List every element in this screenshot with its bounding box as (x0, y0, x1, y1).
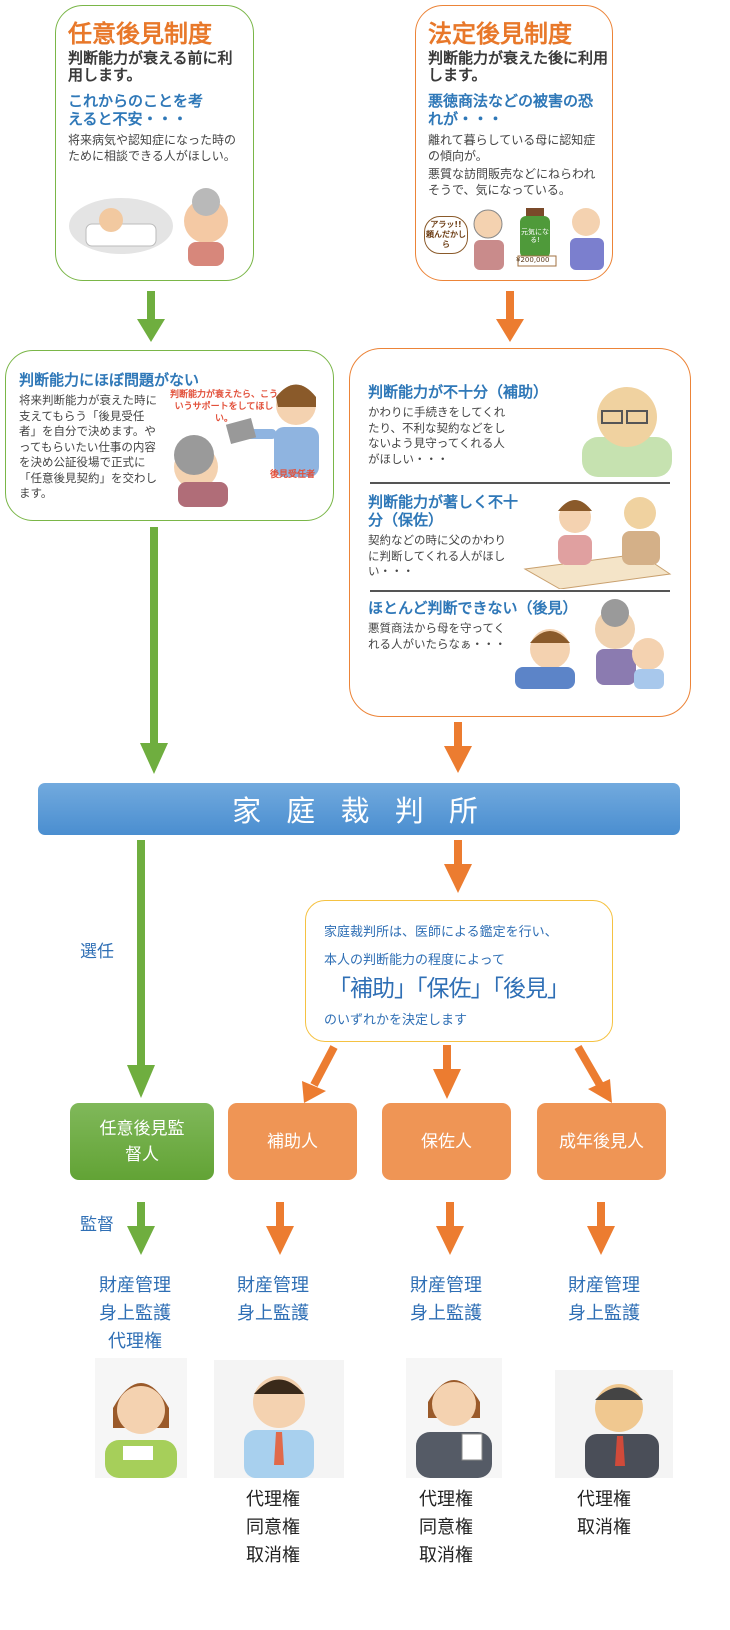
decision-box: 家庭裁判所は、医師による鑑定を行い、 本人の判断能力の程度によって 「補助」「保… (305, 900, 613, 1042)
decision-line-1: 家庭裁判所は、医師による鑑定を行い、 (324, 925, 558, 940)
supervision-label: 監督 (80, 1215, 114, 1235)
divider-2 (370, 590, 670, 592)
voluntary-guardianship-box: 任意後見制度 判断能力が衰える前に利用します。 これからのことを考えると不安・・… (55, 5, 254, 281)
voluntary-title: 任意後見制度 (68, 20, 212, 48)
voluntary-detail-desc: 将来判断能力が衰えた時に支えてもらう「後見受任者」を自分で決めます。やってもらい… (19, 393, 157, 500)
guardianship-desc: 悪質商法から母を守ってくれる人がいたらなぁ・・・ (368, 621, 506, 651)
arrow-down-orange-1 (496, 291, 524, 342)
arrow-down-guardian (587, 1202, 615, 1255)
assistance-heading: 判断能力が不十分（補助） (368, 383, 549, 401)
voluntary-detail-box: 判断能力にほぼ問題がない 将来判断能力が衰えた時に支えてもらう「後見受任者」を自… (5, 350, 334, 521)
voluntary-detail-heading: 判断能力にほぼ問題がない (19, 371, 200, 389)
arrow-down-green-long (140, 527, 168, 774)
family-illustration (515, 599, 664, 689)
curator-box: 保佐人 (382, 1103, 511, 1180)
decision-types: 「補助」「保佐」「後見」 (328, 976, 570, 1002)
arrow-down-green-supervision (127, 1202, 155, 1255)
assistant-rights-bottom: 代理権同意権取消権 (246, 1489, 300, 1566)
consultation-illustration (523, 497, 672, 589)
family-court-bar: 家 庭 裁 判 所 (38, 783, 680, 835)
arrow-down-green-selection (127, 840, 155, 1098)
guardianship-heading: ほとんど判断できない（後見） (368, 599, 578, 617)
arrow-down-center (433, 1045, 461, 1099)
curator-woman-illustration (406, 1358, 502, 1478)
assistant-rights-top: 財産管理身上監護 (237, 1275, 309, 1324)
curator-rights-bottom: 代理権同意権取消権 (419, 1489, 473, 1566)
statutory-lead: 判断能力が衰えた後に利用します。 (428, 49, 609, 84)
decision-line-3: のいずれかを決定します (324, 1013, 468, 1028)
supervisor-woman-illustration (95, 1358, 187, 1478)
selection-label: 選任 (80, 942, 114, 962)
support-speech: 判断能力が衰えたら、こういうサポートをしてほしい。 (169, 390, 278, 424)
statutory-guardianship-box: 法定後見制度 判断能力が衰えた後に利用します。 悪徳商法などの被害の恐れが・・・… (415, 5, 613, 281)
voluntary-lead: 判断能力が衰える前に利用します。 (68, 49, 233, 84)
arrow-down-green-1 (137, 291, 165, 342)
assistant-box: 補助人 (228, 1103, 357, 1180)
statutory-title: 法定後見制度 (428, 20, 572, 48)
guardian-candidate-label: 後見受任者 (270, 470, 316, 480)
voluntary-concern: これからのことを考えると不安・・・ (68, 92, 204, 128)
bottle-label: 元気になる! (521, 228, 549, 244)
statutory-detail-box: 判断能力が不十分（補助） かわりに手続きをしてくれたり、不利な契約などをしないよ… (349, 348, 691, 717)
guardian-rights-bottom: 代理権取消権 (577, 1489, 631, 1538)
assistance-desc: かわりに手続きをしてくれたり、不利な契約などをしないよう見守ってくれる人がほしい… (368, 405, 506, 466)
arrow-down-orange-2 (444, 722, 472, 773)
phone-sales-illustration (473, 208, 604, 270)
supervisor-rights: 財産管理身上監護代理権 (99, 1275, 171, 1352)
arrow-diag-right (574, 1045, 612, 1103)
sick-elderly-illustration (69, 188, 228, 266)
assistant-man-illustration (214, 1360, 344, 1478)
statutory-desc-1: 離れて暮らしている母に認知症の傾向が。 (428, 133, 596, 163)
guardian-rights-top: 財産管理身上監護 (568, 1275, 640, 1324)
speech-bubble: アラッ!! 頼んだかしら (424, 216, 468, 254)
statutory-desc-2: 悪質な訪問販売などにねらわれそうで、気になっている。 (428, 167, 596, 197)
voluntary-desc: 将来病気や認知症になった時のために相談できる人がほしい。 (68, 133, 237, 163)
voluntary-supervisor-box: 任意後見監督人 (70, 1103, 214, 1180)
arrow-down-curator (436, 1202, 464, 1255)
statutory-concern: 悪徳商法などの被害の恐れが・・・ (428, 92, 594, 128)
curatorship-desc: 契約などの時に父のかわりに判断してくれる人がほしい・・・ (368, 533, 506, 578)
arrow-down-assistant (266, 1202, 294, 1255)
price-tag: ¥200,000 (516, 256, 550, 264)
family-court-label: 家 庭 裁 判 所 (232, 794, 486, 828)
decision-line-2: 本人の判断能力の程度によって (324, 953, 505, 968)
arrow-diag-left (302, 1045, 338, 1103)
handing-document-illustration (174, 384, 319, 507)
elderly-man-glasses-illustration (582, 387, 672, 477)
arrow-down-orange-3 (444, 840, 472, 893)
curator-rights-top: 財産管理身上監護 (410, 1275, 482, 1324)
divider-1 (370, 482, 670, 484)
guardian-man-illustration (555, 1370, 673, 1478)
curatorship-heading: 判断能力が著しく不十分（保佐） (368, 493, 519, 529)
adult-guardian-box: 成年後見人 (537, 1103, 666, 1180)
